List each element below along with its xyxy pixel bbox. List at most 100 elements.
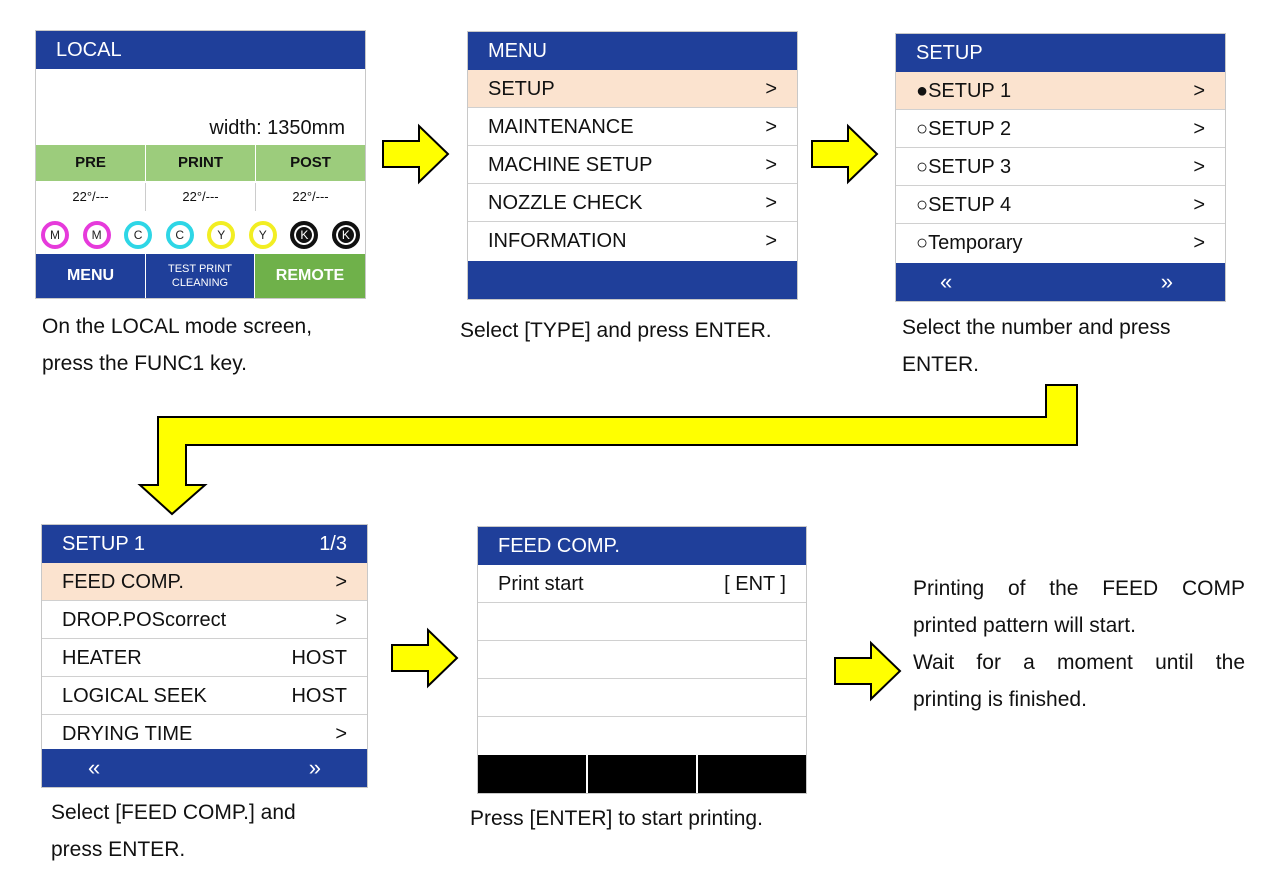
feed-comp-title: FEED COMP.: [478, 527, 806, 565]
menu-item-label: MAINTENANCE: [488, 116, 634, 138]
func-key-3[interactable]: [698, 755, 806, 793]
enter-key-hint: [ ENT ]: [724, 573, 786, 595]
setup1-title-bar: SETUP 1 1/3: [42, 525, 367, 563]
setup1-item-label: DRYING TIME: [62, 723, 193, 745]
menu-item-nozzle-check[interactable]: NOZZLE CHECK >: [468, 184, 797, 222]
heater-pre-label: PRE: [36, 145, 146, 181]
setup1-item-label: HEATER: [62, 647, 142, 669]
chevron-right-icon: >: [1193, 194, 1205, 216]
heater-temps: 22°/--- 22°/--- 22°/---: [36, 183, 365, 211]
setup1-footer: « »: [42, 749, 367, 787]
setup-item-4[interactable]: ○SETUP 4 >: [896, 186, 1225, 224]
chevron-right-icon: >: [1193, 232, 1205, 254]
chevron-right-icon: >: [1193, 118, 1205, 140]
setup-item-2[interactable]: ○SETUP 2 >: [896, 110, 1225, 148]
setup-caption-line1: Select the number and press: [902, 316, 1171, 339]
heater-pre-temp: 22°/---: [36, 183, 146, 211]
setup-footer: « »: [896, 263, 1225, 301]
local-caption-line2: press the FUNC1 key.: [42, 352, 248, 375]
menu-footer: [468, 261, 797, 299]
cleaning-label: CLEANING: [171, 277, 229, 289]
menu-item-setup[interactable]: SETUP >: [468, 70, 797, 108]
menu-caption: Select [TYPE] and press ENTER.: [460, 319, 772, 342]
setup-item-1[interactable]: ●SETUP 1 >: [896, 72, 1225, 110]
final-note-line4: printing is finished.: [913, 688, 1087, 711]
setup-item-label: ○Temporary: [916, 232, 1023, 254]
setup1-caption-line1: Select [FEED COMP.] and: [51, 801, 296, 824]
menu-item-machine-setup[interactable]: MACHINE SETUP>: [468, 146, 797, 184]
chevron-right-icon: >: [1193, 156, 1205, 178]
setup-title: SETUP: [896, 34, 1225, 72]
final-note: Printing of the FEED COMP printed patter…: [913, 570, 1245, 718]
page-prev-icon[interactable]: «: [940, 269, 953, 294]
page-prev-icon[interactable]: «: [88, 755, 101, 780]
setup1-caption-line2: press ENTER.: [51, 838, 186, 861]
media-width: width: 1350mm: [209, 117, 345, 139]
feed-comp-screen: FEED COMP. Print start [ ENT ]: [477, 526, 807, 794]
setup1-item-heater[interactable]: HEATER HOST: [42, 639, 367, 677]
chevron-right-icon: >: [335, 571, 347, 593]
heater-print-label: PRINT: [146, 145, 256, 181]
setup1-item-drying-time[interactable]: DRYING TIME >: [42, 715, 367, 753]
local-screen: LOCAL width: 1350mm PRE PRINT POST 22°/-…: [35, 30, 366, 299]
print-start-row[interactable]: Print start [ ENT ]: [478, 565, 806, 603]
menu-title: MENU: [468, 32, 797, 70]
menu-item-label: SETUP: [488, 78, 555, 100]
menu-button[interactable]: MENU: [36, 254, 145, 298]
menu-item-label: MACHINE SETUP: [488, 154, 653, 176]
setup1-item-value: HOST: [291, 685, 347, 707]
final-note-line3: Wait for a moment until the: [913, 651, 1245, 674]
chevron-right-icon: >: [1193, 80, 1205, 102]
setup1-item-label: FEED COMP.: [62, 571, 184, 593]
setup-item-label: ○SETUP 3: [916, 156, 1012, 178]
func-key-2[interactable]: [588, 755, 698, 793]
ink-y-icon: Y: [207, 221, 236, 249]
heater-print-temp: 22°/---: [146, 183, 256, 211]
func-key-1[interactable]: [478, 755, 588, 793]
arrow-right-icon: [382, 123, 450, 185]
feed-caption: Press [ENTER] to start printing.: [470, 807, 763, 830]
final-note-line2: printed pattern will start.: [913, 614, 1136, 637]
setup-item-label: ○SETUP 2: [916, 118, 1012, 140]
test-print-label: TEST PRINT: [168, 263, 232, 275]
chevron-right-icon: >: [335, 723, 347, 745]
heater-post-temp: 22°/---: [292, 189, 329, 204]
test-print-cleaning-button[interactable]: TEST PRINT CLEANING: [145, 254, 255, 298]
remote-button[interactable]: REMOTE: [255, 254, 365, 298]
setup1-title: SETUP 1: [62, 533, 145, 555]
arrow-right-icon: [391, 627, 459, 689]
setup1-page: 1/3: [319, 533, 347, 555]
setup-screen: SETUP ●SETUP 1 > ○SETUP 2 > ○SETUP 3 > ○SET…: [895, 33, 1226, 302]
ink-m-icon: M: [41, 221, 69, 249]
setup-item-label: ○SETUP 4: [916, 194, 1012, 216]
local-footer: MENU TEST PRINT CLEANING REMOTE: [36, 254, 365, 298]
local-caption-line1: On the LOCAL mode screen,: [42, 315, 313, 338]
print-start-label: Print start: [498, 573, 584, 595]
setup-item-temporary[interactable]: ○Temporary >: [896, 224, 1225, 262]
setup1-screen: SETUP 1 1/3 FEED COMP. > DROP.POScorrect>…: [41, 524, 368, 788]
chevron-right-icon: >: [765, 230, 777, 252]
setup-item-label: ●SETUP 1: [916, 80, 1012, 102]
menu-screen: MENU SETUP> MAINTENANCE> MACHINE SETUP> …: [467, 31, 798, 300]
menu-item-information[interactable]: INFORMATION>: [468, 222, 797, 260]
page-next-icon[interactable]: »: [308, 755, 321, 780]
empty-row: [478, 603, 806, 641]
arrow-right-icon: [834, 640, 902, 702]
setup1-item-feed-comp[interactable]: FEED COMP. >: [42, 563, 367, 601]
ink-y-icon: Y: [248, 221, 277, 249]
menu-item-maintenance[interactable]: MAINTENANCE>: [468, 108, 797, 146]
setup1-item-value: HOST: [291, 647, 347, 669]
setup-item-3[interactable]: ○SETUP 3 >: [896, 148, 1225, 186]
chevron-right-icon: >: [335, 609, 347, 631]
chevron-right-icon: >: [765, 78, 777, 100]
menu-item-label: NOZZLE CHECK: [488, 192, 643, 214]
ink-m-icon: M: [82, 221, 111, 249]
final-note-line1: Printing of the FEED COMP: [913, 577, 1245, 600]
local-title: LOCAL: [36, 31, 365, 69]
setup1-item-drop-pos[interactable]: DROP.POScorrect>: [42, 601, 367, 639]
chevron-right-icon: >: [765, 192, 777, 214]
ink-c-icon: C: [165, 221, 194, 249]
local-caption: On the LOCAL mode screen, press the FUNC…: [42, 308, 312, 382]
page-next-icon[interactable]: »: [1160, 269, 1173, 294]
